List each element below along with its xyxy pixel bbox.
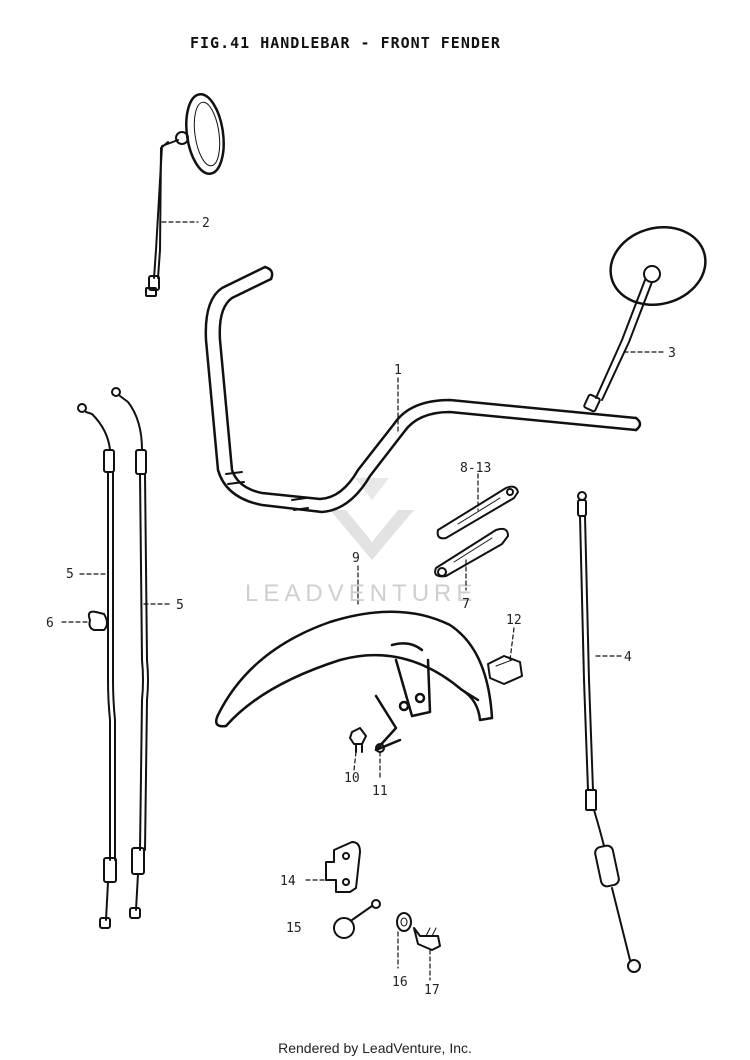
callout-14: 14: [280, 874, 296, 889]
callout-2: 2: [202, 216, 210, 231]
clamp-upper[interactable]: [436, 485, 519, 540]
front-fender[interactable]: [215, 610, 494, 752]
callout-6: 6: [46, 616, 54, 631]
footer-credit: Rendered by LeadVenture, Inc.: [278, 1040, 472, 1056]
callout-1: 1: [394, 363, 402, 378]
clutch-cable-left[interactable]: [77, 403, 117, 929]
callout-3: 3: [668, 346, 676, 361]
callout-17: 17: [424, 983, 440, 998]
leader-lines: [61, 221, 665, 981]
left-mirror[interactable]: [145, 92, 228, 297]
clip-15[interactable]: [333, 899, 381, 939]
bolt-17[interactable]: [413, 927, 441, 951]
callout-7: 7: [462, 597, 470, 612]
clutch-cable-right[interactable]: [111, 387, 149, 919]
callout-8-13: 8-13: [460, 461, 491, 476]
callout-11: 11: [372, 784, 388, 799]
callout-10: 10: [344, 771, 360, 786]
callout-5-right: 5: [176, 598, 184, 613]
bolt-10[interactable]: [349, 727, 367, 753]
callout-9: 9: [352, 551, 360, 566]
cable-clamp-6[interactable]: [87, 610, 108, 631]
callout-12: 12: [506, 613, 522, 628]
figure-title: FIG.41 HANDLEBAR - FRONT FENDER: [190, 34, 501, 52]
right-mirror[interactable]: [583, 217, 715, 413]
callout-16: 16: [392, 975, 408, 990]
speedometer-cable[interactable]: [577, 491, 641, 973]
bracket-14[interactable]: [325, 841, 361, 893]
handlebar[interactable]: [204, 265, 642, 514]
callout-15: 15: [286, 921, 302, 936]
nut-12[interactable]: [487, 655, 523, 685]
callout-5-left: 5: [66, 567, 74, 582]
clamp-lower[interactable]: [434, 527, 509, 578]
washer-16[interactable]: [396, 912, 412, 932]
watermark-text: LEADVENTURE: [245, 580, 478, 607]
callout-4: 4: [624, 650, 632, 665]
